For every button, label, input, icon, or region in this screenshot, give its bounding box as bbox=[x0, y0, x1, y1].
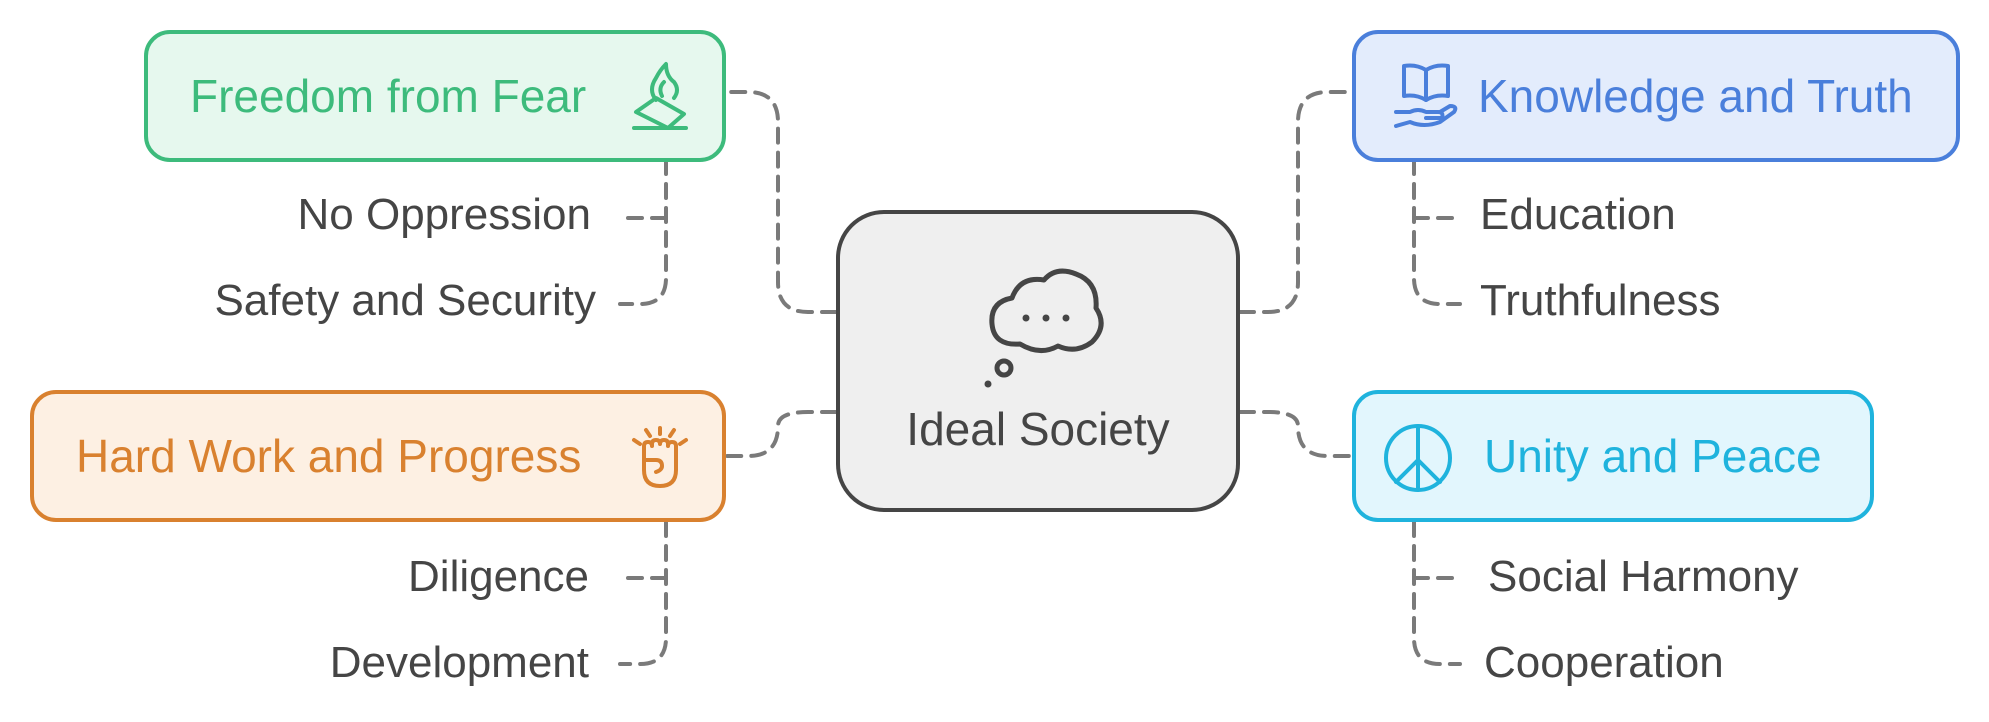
branch-unity-and-peace: Unity and Peace bbox=[1352, 390, 1874, 522]
leaf-no-oppression: No Oppression bbox=[297, 190, 591, 239]
branch-label: Freedom from Fear bbox=[190, 70, 587, 122]
open-book-hand-icon bbox=[1394, 63, 1458, 128]
leaf-social-harmony: Social Harmony bbox=[1488, 552, 1799, 601]
thought-bubble-icon bbox=[984, 268, 1104, 388]
branch-knowledge-and-truth: Knowledge and Truth bbox=[1352, 30, 1960, 162]
leaf-safety-and-security: Safety and Security bbox=[214, 276, 596, 325]
leaf-development: Development bbox=[329, 638, 589, 687]
branch-hard-work-and-progress: Hard Work and Progress bbox=[30, 390, 726, 522]
peace-symbol-icon bbox=[1384, 424, 1452, 492]
connector-freedom bbox=[724, 90, 838, 314]
connector-hardwork bbox=[724, 410, 838, 458]
branch-label: Hard Work and Progress bbox=[76, 430, 582, 482]
connector-unity-children bbox=[1412, 520, 1462, 666]
leaf-truthfulness: Truthfulness bbox=[1480, 276, 1721, 325]
center-label: Ideal Society bbox=[906, 403, 1170, 455]
connector-unity bbox=[1238, 410, 1354, 458]
connector-knowledge-children bbox=[1412, 158, 1462, 306]
leaf-education: Education bbox=[1480, 190, 1676, 239]
leaf-diligence: Diligence bbox=[408, 552, 589, 601]
connector-freedom-children bbox=[618, 158, 668, 306]
branch-label: Knowledge and Truth bbox=[1478, 70, 1913, 122]
connector-hardwork-children bbox=[618, 520, 668, 666]
hand-flame-icon bbox=[632, 62, 688, 130]
connector-knowledge bbox=[1238, 90, 1354, 314]
raised-fist-icon bbox=[632, 426, 688, 488]
leaf-cooperation: Cooperation bbox=[1484, 638, 1724, 687]
branch-freedom-from-fear: Freedom from Fear bbox=[144, 30, 726, 162]
branch-label: Unity and Peace bbox=[1484, 430, 1822, 482]
center-node: Ideal Society bbox=[836, 210, 1240, 512]
